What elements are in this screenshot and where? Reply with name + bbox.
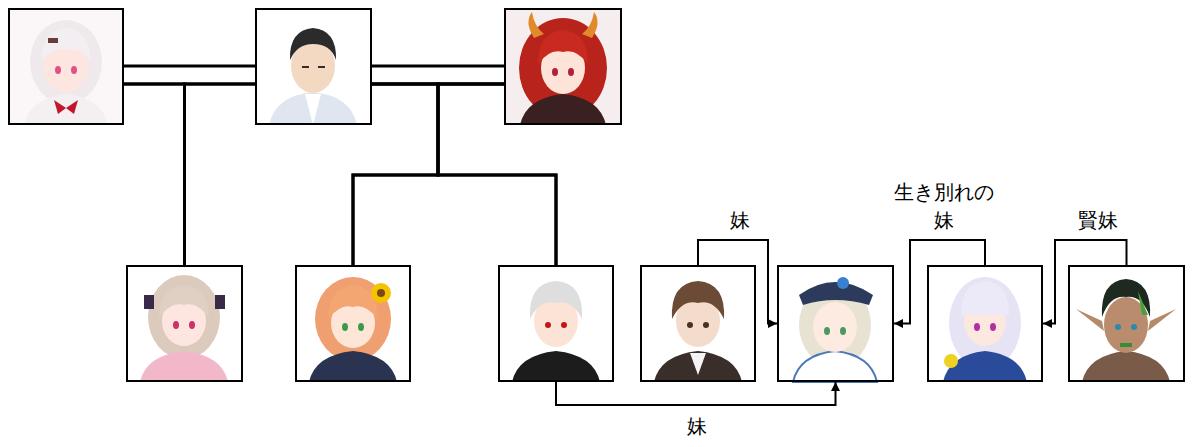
portrait-box [640, 265, 756, 382]
portrait [255, 8, 372, 125]
sibling-arrow [698, 240, 777, 324]
sibling-arrow [556, 382, 836, 405]
family-line [438, 84, 556, 265]
portrait-box [1068, 265, 1185, 382]
portrait [498, 265, 614, 382]
family-line [185, 84, 256, 265]
edge-label: 妹 [677, 412, 717, 440]
portrait [8, 8, 124, 125]
portrait [927, 265, 1043, 382]
portrait-box [504, 8, 622, 125]
sibling-arrow [894, 240, 985, 324]
portrait-box [777, 265, 894, 382]
family-line [124, 66, 255, 84]
portrait [504, 8, 622, 125]
edge-label: 妹 [720, 206, 760, 234]
portrait-box [498, 265, 614, 382]
family-line [124, 84, 185, 265]
portrait-box [295, 265, 411, 382]
portrait-box [8, 8, 124, 125]
family-line [372, 84, 556, 265]
portrait-box [255, 8, 372, 125]
family-line [372, 66, 504, 84]
edge-label: 生き別れの 妹 [889, 178, 999, 234]
edge-label: 賢妹 [1068, 206, 1128, 234]
portrait [777, 265, 894, 382]
portrait-box [126, 265, 243, 382]
portrait-box [927, 265, 1043, 382]
portrait [640, 265, 756, 382]
sibling-arrow [1043, 240, 1127, 324]
portrait [1068, 265, 1185, 382]
portrait [126, 265, 243, 382]
portrait [295, 265, 411, 382]
